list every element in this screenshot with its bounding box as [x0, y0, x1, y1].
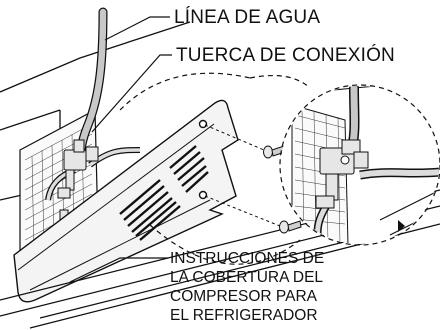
leader-connection-nut: [91, 54, 172, 133]
detail-callout-outline: [119, 72, 440, 265]
instructions-line-2: LA COBERTURA DEL: [170, 269, 324, 286]
connection-nut-label: TUERCA DE CONEXIÓN: [176, 45, 395, 66]
compressor-cover-plate: [13, 99, 239, 303]
leader-water-line: [104, 16, 170, 41]
leader-instructions: [69, 257, 168, 283]
instructions-line-3: COMPRESOR PARA: [170, 288, 317, 305]
cover-instructions-label: INSTRUCCIONES DE LA COBERTURA DEL COMPRE…: [170, 249, 324, 325]
leader-lines: [69, 16, 172, 283]
screw-lower: [279, 220, 302, 234]
screw-guide-lines: [204, 124, 281, 227]
screw-upper: [263, 145, 286, 159]
water-line-label: LÍNEA DE AGUA: [174, 7, 321, 28]
instructions-line-4: EL REFRIGERADOR: [170, 307, 318, 324]
instructions-line-1: INSTRUCCIONES DE: [170, 250, 325, 267]
magnified-detail: [281, 86, 439, 244]
